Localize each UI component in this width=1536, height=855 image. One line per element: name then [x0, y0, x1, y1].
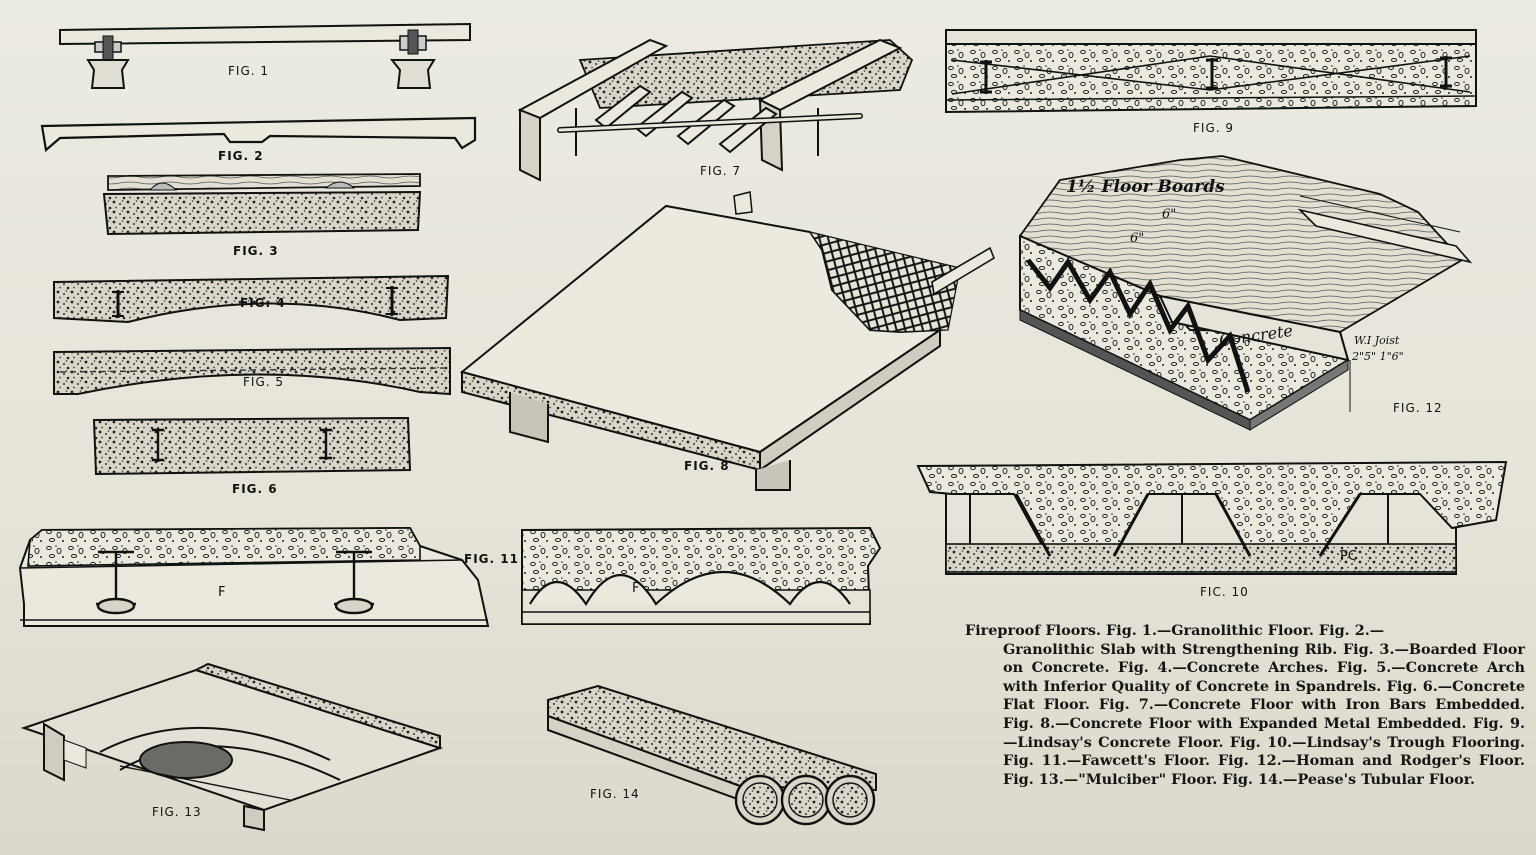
fig2-drawing	[40, 116, 477, 153]
fig11-drawing	[18, 526, 490, 627]
fig14-label: FIG. 14	[590, 787, 640, 801]
fig8-drawing	[459, 191, 995, 491]
fig3-label: FIG. 3	[233, 244, 279, 258]
fig11-section-drawing	[521, 526, 882, 625]
dim-b-annotation: 6"	[1162, 207, 1176, 222]
joist-size-annotation: 2"5" 1"6"	[1351, 350, 1404, 363]
fig5-label: FIG. 5	[243, 375, 284, 389]
fig3-drawing	[102, 173, 422, 236]
fig8-label: FIG. 8	[684, 459, 730, 473]
fig13-label: FIG. 13	[152, 805, 202, 819]
fig11-label: FIG. 11	[464, 552, 519, 566]
fig9-drawing	[945, 29, 1477, 114]
fig7-drawing	[517, 38, 914, 182]
fig5-drawing	[53, 346, 451, 396]
fig7-label: FIG. 7	[700, 164, 741, 178]
fig12-label: FIG. 12	[1393, 401, 1443, 415]
fig9-label: FIG. 9	[1193, 121, 1234, 135]
fig10-drawing	[916, 460, 1508, 575]
floor-boards-annotation: 1½ Floor Boards	[1066, 177, 1225, 197]
fig4-drawing	[53, 274, 450, 324]
figure-caption: Fireproof Floors. Fig. 1.—Granolithic Fl…	[965, 622, 1525, 789]
caption-lead: Fireproof Floors. Fig. 1.—Granolithic Fl…	[965, 622, 1385, 639]
fig2-label: FIG. 2	[218, 149, 264, 163]
dim-a-annotation: 6"	[1130, 231, 1144, 246]
pc-annotation: PC	[1340, 549, 1357, 564]
fig1-label: FIG. 1	[228, 64, 269, 78]
f-annotation-11: F	[218, 585, 225, 600]
fig14-drawing	[547, 684, 877, 826]
fig12-drawing	[1018, 155, 1473, 431]
f-annotation-11b: F	[632, 581, 639, 596]
joist-annotation: W.I Joist	[1354, 334, 1400, 347]
fig6-drawing	[92, 416, 412, 476]
fig4-label: FIG. 4	[240, 296, 286, 310]
fig6-label: FIG. 6	[232, 482, 278, 496]
fig10-label: FIC. 10	[1200, 585, 1249, 599]
fig1-drawing	[59, 22, 471, 89]
fig13-drawing	[20, 662, 444, 832]
caption-body: Granolithic Slab with Strengthening Rib.…	[1003, 640, 1525, 788]
